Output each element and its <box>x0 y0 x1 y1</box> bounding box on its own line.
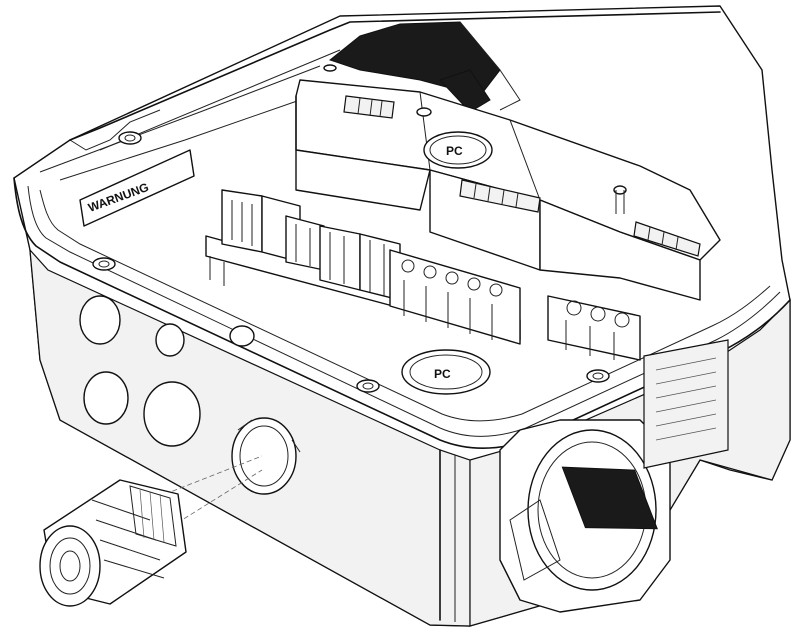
inner-front-badge: PC <box>401 349 491 395</box>
svg-text:PC: PC <box>446 144 463 158</box>
cable-gland <box>39 455 263 607</box>
inner-back-panel: PC <box>295 64 721 301</box>
housing-rim <box>13 11 791 450</box>
charging-socket <box>499 339 729 613</box>
screw-bosses <box>92 131 610 393</box>
knockout-holes <box>79 295 301 495</box>
svg-text:PC: PC <box>434 367 451 381</box>
terminal-block-row <box>205 189 641 361</box>
heat-sink <box>328 21 521 113</box>
